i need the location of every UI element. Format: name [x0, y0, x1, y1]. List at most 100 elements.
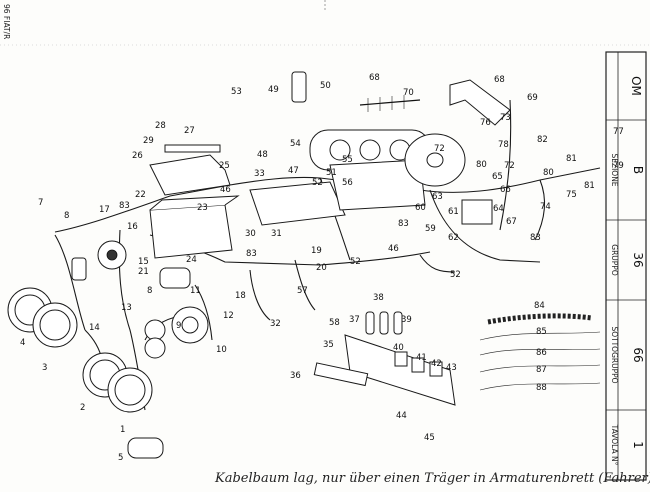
- callout-11: 11: [190, 286, 201, 296]
- steering-wheel: [404, 133, 466, 187]
- field-label-sottogruppo: SOTTOGRUPPO: [610, 326, 619, 383]
- field-label-sezione: SEZIONE: [610, 153, 619, 186]
- callout-58: 58: [329, 318, 340, 328]
- callout-14: 14: [89, 323, 100, 333]
- callout-62: 62: [448, 233, 459, 243]
- callout-50: 50: [320, 81, 331, 91]
- callout-1: 1: [120, 425, 125, 435]
- callout-42: 42: [431, 359, 442, 369]
- callout-8a: 8: [64, 211, 69, 221]
- callout-63: 63: [432, 192, 443, 202]
- fuse-box: [344, 334, 456, 406]
- callout-49: 49: [268, 85, 279, 95]
- callout-37: 37: [349, 315, 360, 325]
- margin-note: 96 FIAT/R: [2, 4, 11, 39]
- callout-8b: 8: [147, 286, 152, 296]
- callout-79: 79: [613, 161, 624, 171]
- callout-45: 45: [424, 433, 435, 443]
- callout-83d: 83: [530, 233, 541, 243]
- callout-72a: 72: [434, 144, 445, 154]
- field-value-gruppo: 36: [631, 252, 645, 267]
- callout-52c: 52: [450, 270, 461, 280]
- callout-44: 44: [396, 411, 407, 421]
- callout-12: 12: [223, 311, 234, 321]
- battery: [149, 195, 240, 259]
- callout-68b: 68: [494, 75, 505, 85]
- callout-87: 87: [536, 365, 547, 375]
- callout-41: 41: [416, 353, 427, 363]
- callout-68a: 68: [369, 73, 380, 83]
- callout-72b: 72: [504, 161, 515, 171]
- callout-69: 69: [527, 93, 538, 103]
- callout-78: 78: [498, 140, 509, 150]
- callout-64: 64: [493, 204, 504, 214]
- callout-74: 74: [540, 202, 551, 212]
- callout-39: 39: [401, 315, 412, 325]
- callout-27: 27: [184, 126, 195, 136]
- starter: [159, 267, 191, 289]
- fuse-strip: [164, 144, 221, 153]
- callout-81a: 81: [566, 154, 577, 164]
- callout-21: 21: [138, 267, 149, 277]
- callout-52b: 52: [350, 257, 361, 267]
- callout-32: 32: [270, 319, 281, 329]
- callout-54: 54: [290, 139, 301, 149]
- callout-52a: 52: [312, 178, 323, 188]
- callout-70: 70: [403, 88, 414, 98]
- callout-55: 55: [342, 155, 353, 165]
- cable-84: [487, 313, 593, 325]
- callout-57: 57: [297, 286, 308, 296]
- callout-22: 22: [135, 190, 146, 200]
- callout-66: 66: [500, 185, 511, 195]
- cab-lamp: [449, 79, 511, 126]
- field-label-tavola: TAVOLA N°: [610, 424, 619, 466]
- callout-88: 88: [536, 383, 547, 393]
- callout-5: 5: [118, 453, 123, 463]
- callout-46b: 46: [388, 244, 399, 254]
- callout-23: 23: [197, 203, 208, 213]
- regulator: [291, 71, 307, 103]
- callout-18: 18: [235, 291, 246, 301]
- callout-56: 56: [342, 178, 353, 188]
- callout-47: 47: [288, 166, 299, 176]
- callout-7: 7: [38, 198, 43, 208]
- callout-31: 31: [271, 229, 282, 239]
- callout-82: 82: [537, 135, 548, 145]
- callout-80b: 80: [543, 168, 554, 178]
- callout-83b: 83: [246, 249, 257, 259]
- callout-77: 77: [613, 127, 624, 137]
- title-block: OM SEZIONE B GRUPPO 36 SOTTOGRUPPO 66 TA…: [605, 51, 647, 481]
- callout-28: 28: [155, 121, 166, 131]
- callout-10: 10: [216, 345, 227, 355]
- callout-60: 60: [415, 203, 426, 213]
- voltage-regulator-box: [461, 199, 493, 225]
- callout-67: 67: [506, 217, 517, 227]
- callout-81b: 81: [584, 181, 595, 191]
- callout-15: 15: [138, 257, 149, 267]
- cables-85-88: [479, 331, 601, 391]
- callout-65: 65: [492, 172, 503, 182]
- dashboard-panel: [249, 129, 431, 226]
- fuse-holders: [365, 311, 403, 335]
- callout-84: 84: [534, 301, 545, 311]
- title-logo: OM: [629, 76, 643, 96]
- callout-29: 29: [143, 136, 154, 146]
- callout-38: 38: [373, 293, 384, 303]
- callout-46a: 46: [220, 185, 231, 195]
- connector-strip-36: [313, 362, 369, 387]
- callout-36: 36: [290, 371, 301, 381]
- callout-labels: 1234578891011121314151617181920212223242…: [20, 73, 624, 463]
- callout-35: 35: [323, 340, 334, 350]
- headlamp-assembly-front: [7, 287, 78, 348]
- callout-85: 85: [536, 327, 547, 337]
- callout-13: 13: [121, 303, 132, 313]
- callout-17: 17: [99, 205, 110, 215]
- callout-20: 20: [316, 263, 327, 273]
- relay-box: [149, 154, 231, 196]
- callout-33: 33: [254, 169, 265, 179]
- callout-76: 76: [480, 118, 491, 128]
- connector-bar-70: [359, 95, 421, 112]
- callout-53: 53: [231, 87, 242, 97]
